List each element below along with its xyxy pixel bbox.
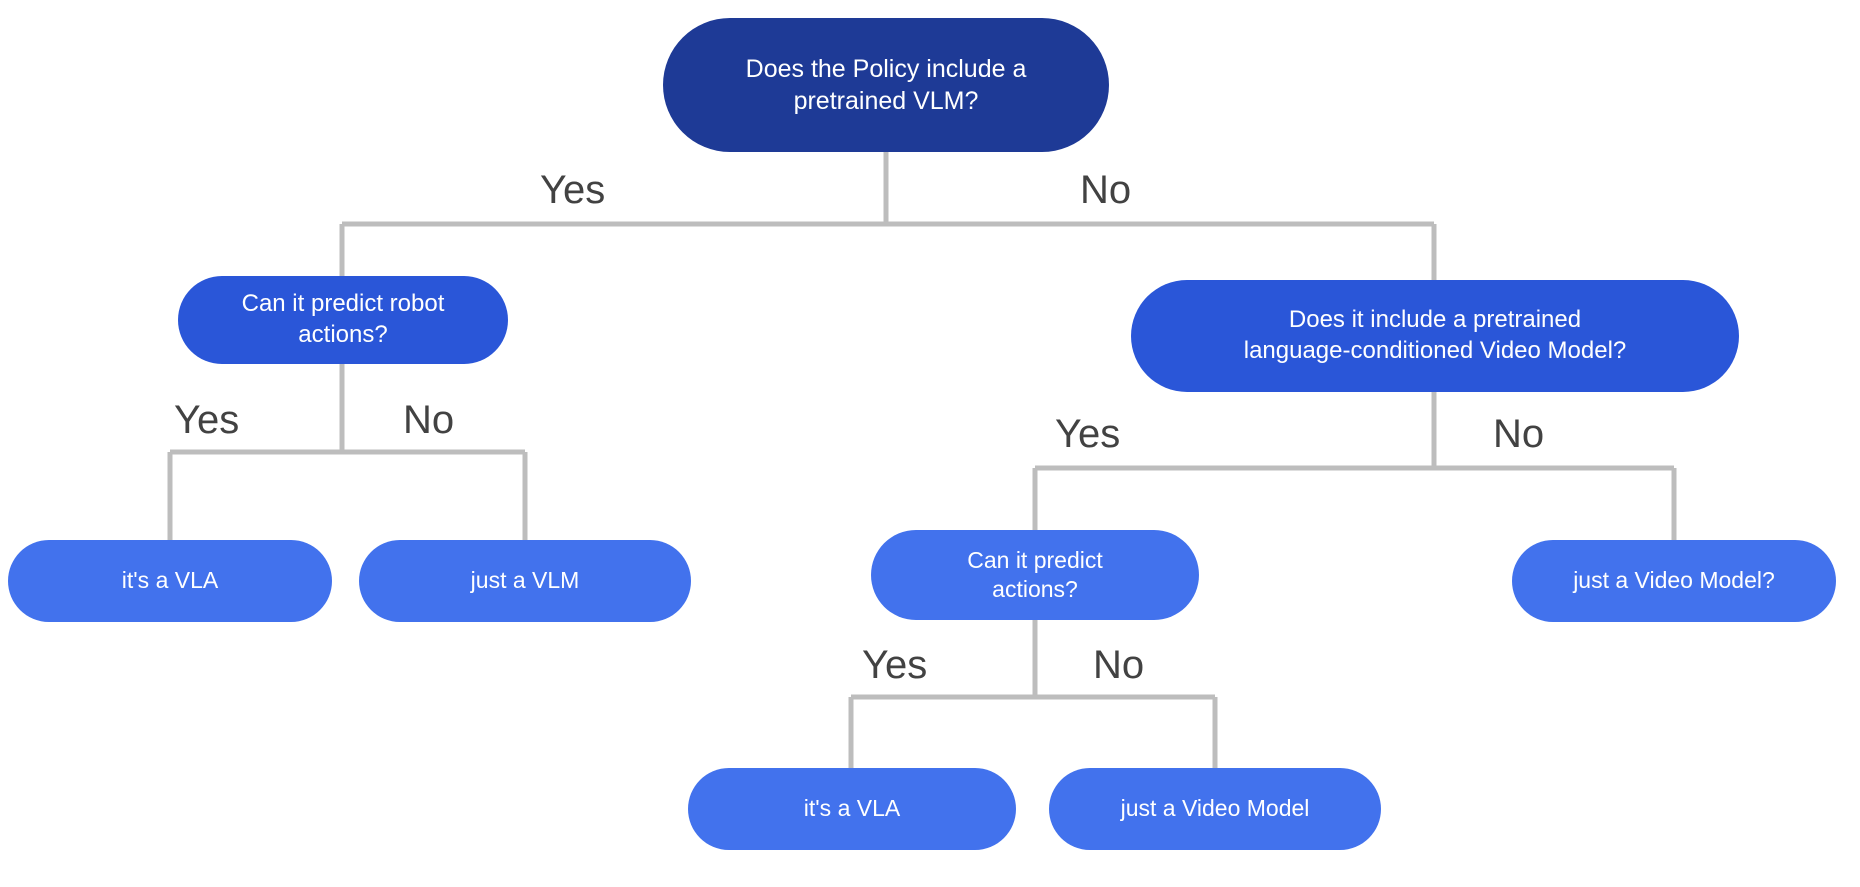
node-includes-video-model[interactable]: Does it include a pretrained language-co… <box>1131 280 1739 392</box>
node-its-a-vla-left[interactable]: it's a VLA <box>8 540 332 622</box>
node-just-a-video-model-question[interactable]: just a Video Model? <box>1512 540 1836 622</box>
node-just-a-video-model[interactable]: just a Video Model <box>1049 768 1381 850</box>
node-can-predict-actions[interactable]: Can it predict actions? <box>871 530 1199 620</box>
edge-label-video-model-yes: Yes <box>1055 412 1121 456</box>
edge-label-root-yes: Yes <box>540 168 606 212</box>
edge-label-video-model-no: No <box>1493 412 1545 456</box>
edge-label-predict-actions-no: No <box>1093 643 1145 687</box>
node-root-question[interactable]: Does the Policy include a pretrained VLM… <box>663 18 1109 152</box>
node-can-predict-robot-actions[interactable]: Can it predict robot actions? <box>178 276 508 364</box>
edge-label-predict-actions-yes: Yes <box>862 643 928 687</box>
edge-label-robot-actions-yes: Yes <box>174 398 240 442</box>
edge-label-robot-actions-no: No <box>403 398 455 442</box>
node-its-a-vla-bottom[interactable]: it's a VLA <box>688 768 1016 850</box>
edge-label-root-no: No <box>1080 168 1132 212</box>
node-just-a-vlm[interactable]: just a VLM <box>359 540 691 622</box>
